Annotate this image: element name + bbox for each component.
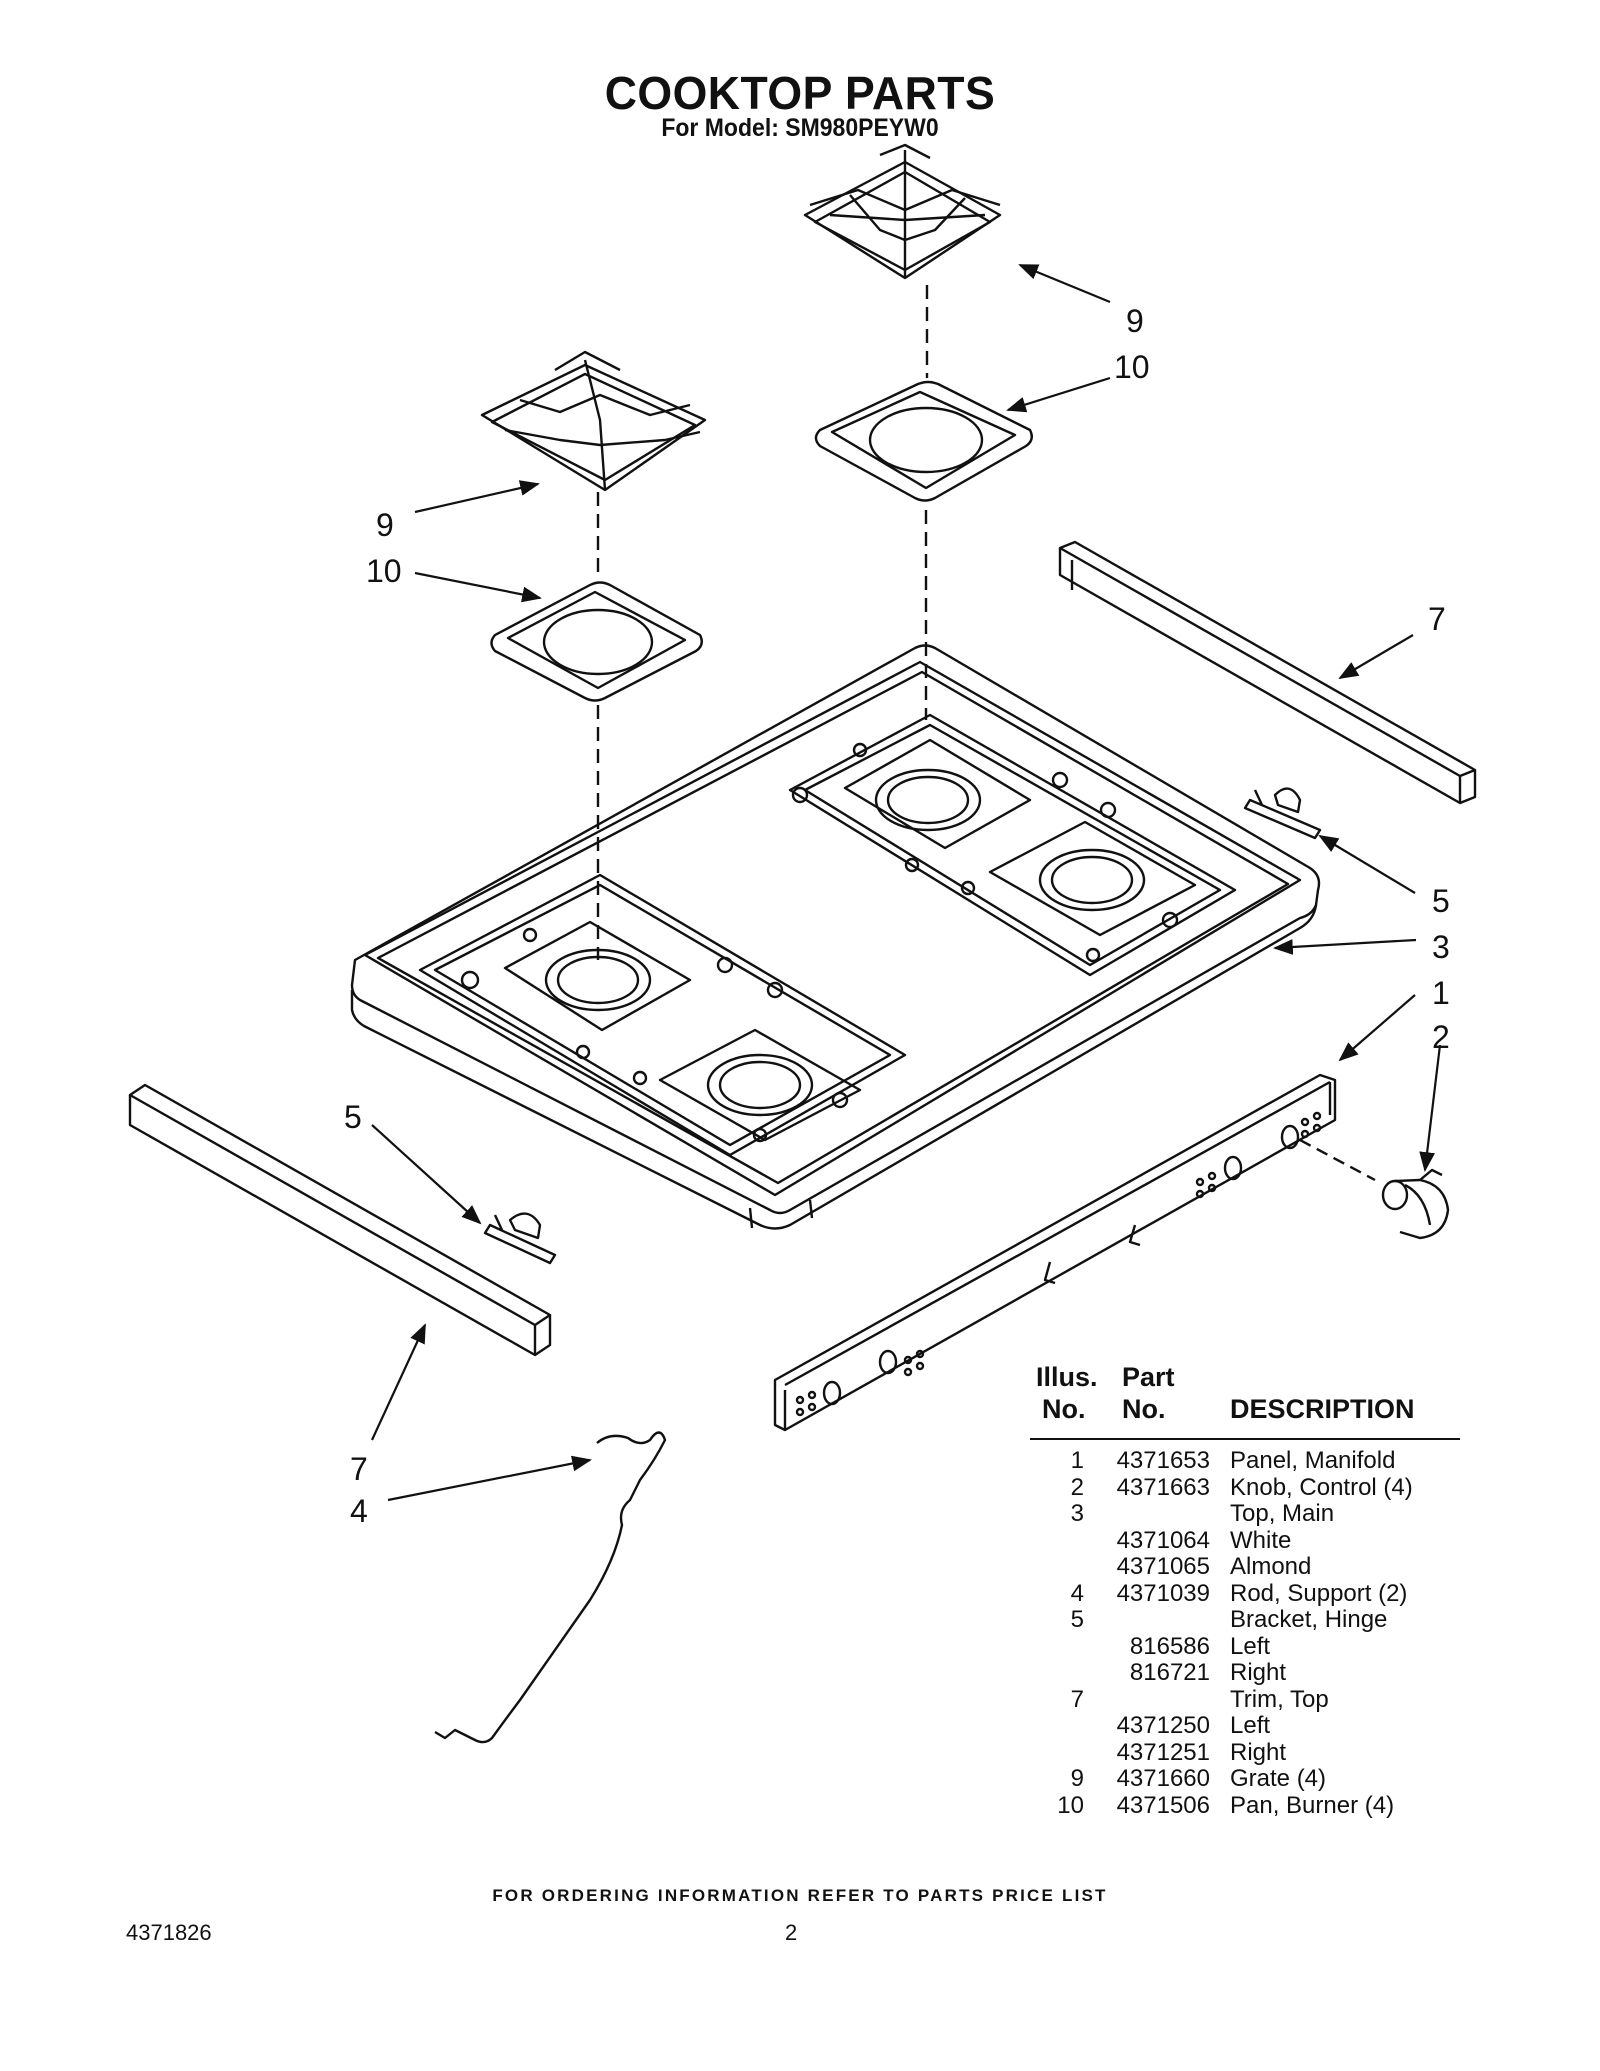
manifold-panel-drawing [773,1073,1337,1432]
parts-table-header: Illus. No. Part No. DESCRIPTION [1030,1358,1460,1438]
illus-no: 10 [1057,1791,1084,1819]
table-row: 2 4371663 Knob, Control (4) [1030,1473,1460,1502]
header-illus-line1: Illus. [1036,1362,1098,1392]
description: Bracket, Hinge [1230,1606,1388,1633]
parts-table-rows: 1 4371653 Panel, Manifold 2 4371663 Knob, Co… [1030,1447,1460,1820]
table-row: 10 4371506 Pan, Burner (4) [1030,1791,1460,1820]
part-no: 4371506 [1116,1791,1210,1819]
leader-bracket-left [371,1124,482,1225]
callout-knob: 2 [1432,1019,1450,1055]
callout-pan-left: 10 [366,553,402,589]
description: Left [1230,1632,1271,1660]
leader-knob [1419,1044,1442,1172]
description: Pan, Burner (4) [1230,1791,1395,1819]
part-no: 816721 [1129,1659,1210,1686]
description: Panel, Manifold [1230,1447,1396,1474]
leader-trim-left [371,1323,426,1441]
illus-no: 7 [1070,1685,1084,1713]
leader-pan-left [414,571,542,603]
pan-left-drawing [490,581,703,702]
illus-no: 2 [1070,1473,1084,1501]
cooktop-main-top-drawing [350,644,1321,1230]
part-no: 4371251 [1116,1738,1210,1766]
table-row: 4371251 Right [1030,1738,1460,1767]
header-part-line1: Part [1122,1362,1175,1392]
leader-bracket-right [1318,834,1416,894]
callout-bracket-left: 5 [344,1099,362,1135]
part-no: 4371660 [1116,1765,1210,1792]
table-row: 9 4371660 Grate (4) [1030,1765,1460,1793]
ordering-note: FOR ORDERING INFORMATION REFER TO PARTS … [492,1886,1108,1905]
leader-grate-right [1018,263,1111,304]
illus-no: 4 [1070,1579,1084,1607]
leader-rod [387,1455,592,1502]
table-row: 816721 Right [1030,1659,1460,1687]
model-subtitle: For Model: SM980PEYW0 [661,114,939,142]
parts-table: Illus. No. Part No. DESCRIPTION 1 4371653… [1030,1358,1460,1818]
callout-rod: 4 [350,1493,368,1529]
bracket-left-drawing [483,1212,557,1265]
header-rule [1030,1438,1460,1440]
illus-no: 3 [1070,1500,1084,1527]
control-knob-drawing [1381,1168,1450,1240]
illus-no: 5 [1070,1606,1084,1633]
header-illus-line2: No. [1042,1394,1086,1424]
part-no: 4371653 [1116,1447,1210,1474]
description: Rod, Support (2) [1230,1579,1408,1607]
guide-line-knob [1299,1138,1376,1182]
callout-top-main: 3 [1432,929,1450,965]
description: Knob, Control (4) [1230,1473,1413,1501]
part-no: 4371064 [1116,1526,1210,1554]
leader-top-main [1273,938,1417,955]
trim-right-drawing [1058,540,1477,805]
leader-grate-left [414,480,540,514]
table-row: 4 4371039 Rod, Support (2) [1030,1579,1460,1608]
callout-panel: 1 [1432,975,1450,1011]
part-no: 4371250 [1116,1712,1210,1739]
table-row: 1 4371653 Panel, Manifold [1030,1447,1460,1475]
description: Left [1230,1712,1271,1739]
description: Trim, Top [1230,1685,1329,1713]
support-rod-drawing [434,1431,667,1744]
table-row: 7 Trim, Top [1030,1685,1460,1714]
callout-bracket-right: 5 [1432,883,1450,919]
callout-grate-right: 9 [1126,303,1144,339]
callout-trim-left: 7 [350,1451,368,1487]
callout-pan-right: 10 [1114,349,1150,385]
pan-right-drawing [814,380,1033,502]
part-no: 4371065 [1116,1553,1210,1580]
callout-trim-right: 7 [1428,601,1446,637]
trim-left-drawing [128,1083,552,1357]
description: Top, Main [1230,1500,1335,1527]
table-row: 816586 Left [1030,1632,1460,1661]
part-no: 4371663 [1116,1473,1210,1501]
illus-no: 1 [1070,1447,1084,1474]
part-no: 816586 [1129,1632,1210,1660]
header-part-line2: No. [1122,1394,1166,1424]
leader-pan-right [1006,376,1111,413]
table-row: 4371064 White [1030,1526,1460,1555]
leader-panel [1338,994,1416,1062]
leader-trim-right [1338,634,1414,680]
part-no: 4371039 [1116,1579,1210,1607]
table-row: 4371250 Left [1030,1712,1460,1740]
description: Almond [1230,1553,1312,1580]
table-row: 5 Bracket, Hinge [1030,1606,1460,1634]
callout-grate-left: 9 [376,507,394,543]
grate-left-drawing [480,350,707,492]
illus-no: 9 [1070,1765,1084,1792]
bracket-right-drawing [1243,787,1322,840]
page-number: 2 [785,1920,798,1945]
header-description: DESCRIPTION [1230,1394,1415,1424]
description: Grate (4) [1230,1765,1327,1792]
table-row: 3 Top, Main [1030,1500,1460,1528]
description: Right [1230,1738,1287,1766]
grate-right-drawing [803,143,1002,280]
description: Right [1230,1659,1287,1686]
page-title: COOKTOP PARTS [604,67,996,119]
document-number: 4371826 [126,1920,212,1945]
table-row: 4371065 Almond [1030,1553,1460,1581]
description: White [1230,1526,1292,1554]
